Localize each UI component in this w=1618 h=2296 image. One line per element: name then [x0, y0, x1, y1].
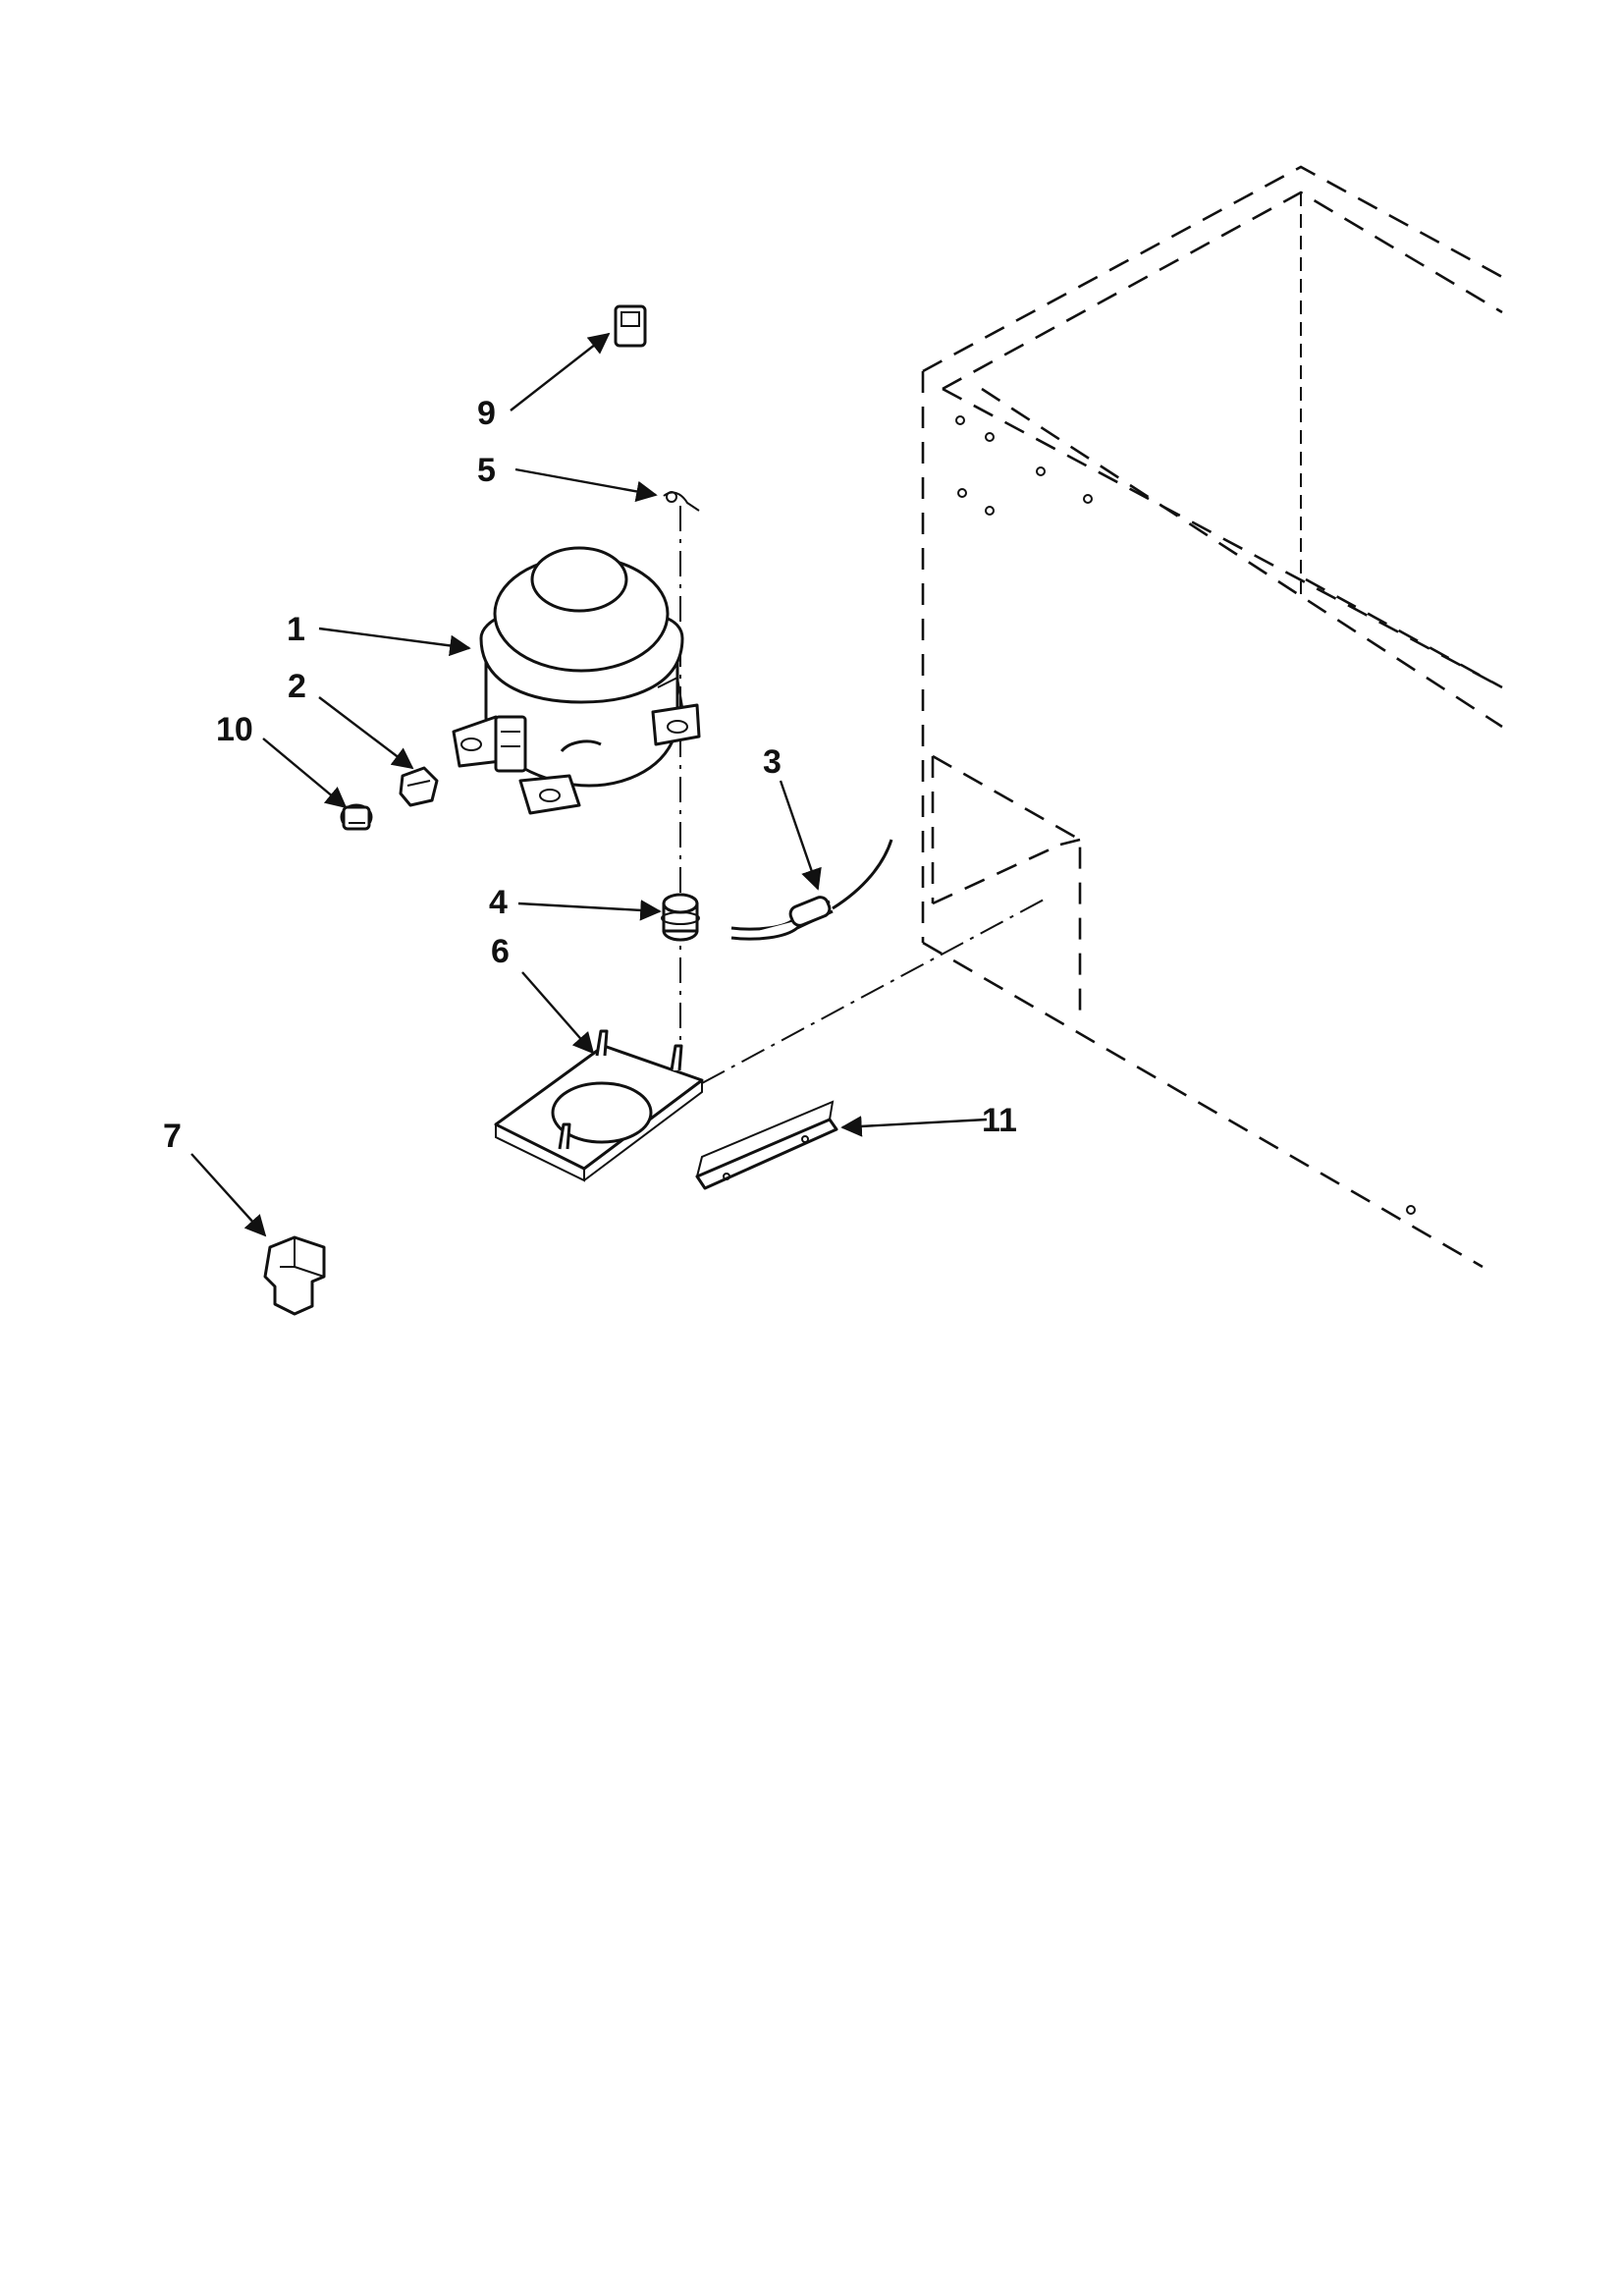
part-9-relay	[614, 304, 647, 348]
part-1-compressor	[452, 546, 701, 815]
part-6-base-plate	[494, 1029, 704, 1182]
callout-leaders	[190, 332, 988, 1237]
callout-2: 2	[288, 668, 306, 705]
callout-1: 1	[287, 611, 305, 648]
part-11-bracket	[695, 1100, 838, 1190]
part-10-overload	[340, 803, 373, 831]
callout-7: 7	[163, 1118, 182, 1155]
callout-11: 11	[982, 1102, 1017, 1139]
callout-6: 6	[491, 933, 510, 970]
callout-10: 10	[216, 711, 253, 748]
mounting-axis-line	[701, 898, 1047, 1084]
part-3-cord	[730, 839, 893, 941]
cabinet-outline	[921, 165, 1503, 1269]
part-2-start-relay	[399, 766, 439, 807]
part-7-cover	[263, 1235, 326, 1316]
part-4-grommet	[661, 893, 700, 942]
callout-3: 3	[763, 743, 782, 781]
callout-4: 4	[489, 884, 508, 921]
part-5-clip	[663, 491, 700, 512]
callout-labels: 9 5 1 2 10 3 4 6 11 7	[163, 395, 1017, 1155]
callout-9: 9	[477, 395, 496, 432]
callout-5: 5	[477, 452, 496, 489]
